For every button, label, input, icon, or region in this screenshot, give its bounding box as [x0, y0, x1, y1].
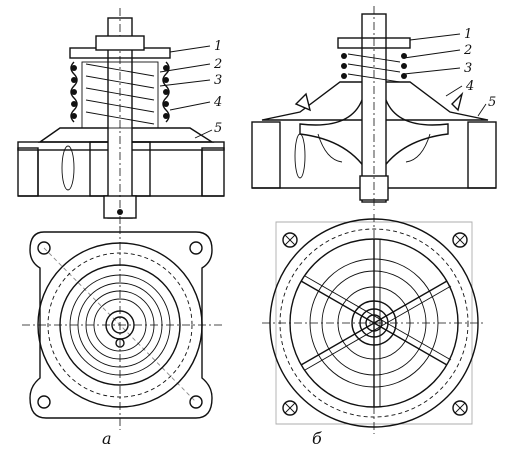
bolt-hole-a-tr — [189, 241, 203, 255]
section-view-b: 1 2 3 4 5 — [251, 6, 497, 210]
flange-outline-a — [29, 231, 213, 419]
outer-spring-a — [70, 61, 170, 123]
callout-leaders-b — [403, 33, 487, 117]
spring-b — [341, 53, 407, 83]
section-view-a: 1 2 3 4 5 — [17, 8, 225, 228]
inner-spring-a — [85, 63, 155, 125]
caption-b: б — [312, 429, 322, 448]
body-right-wall-b — [467, 121, 497, 189]
port-window-b — [294, 133, 306, 179]
callout-b-2: 2 — [463, 43, 472, 58]
bolt-hole-a-br — [189, 395, 203, 409]
stem-nut-a — [95, 35, 145, 51]
spring-cap-b — [337, 37, 411, 49]
callout-b-5: 5 — [488, 95, 496, 110]
body-left-wall-a — [17, 147, 39, 197]
callout-b-1: 1 — [464, 27, 472, 42]
callout-a-3: 3 — [214, 73, 222, 88]
port-window-a — [61, 145, 75, 191]
callout-a-5: 5 — [214, 121, 222, 136]
valve-cover-a — [37, 127, 215, 143]
callout-a-1: 1 — [214, 39, 222, 54]
funnel-body-b — [299, 99, 449, 177]
body-right-wall-a — [201, 147, 225, 197]
bolt-hole-a-bl — [37, 395, 51, 409]
callout-a-2: 2 — [213, 57, 222, 72]
body-left-wall-b — [251, 121, 281, 189]
callout-leaders-a — [159, 45, 213, 139]
callout-a-4: 4 — [213, 95, 222, 110]
valve-dome-b — [261, 81, 489, 121]
bolt-hole-a-tl — [37, 241, 51, 255]
plan-view-b — [262, 214, 486, 434]
callout-b-4: 4 — [465, 79, 474, 94]
caption-a: а — [102, 429, 112, 448]
callout-b-3: 3 — [464, 61, 472, 76]
bolt-holes-b — [282, 232, 468, 416]
plan-view-a — [22, 226, 222, 430]
